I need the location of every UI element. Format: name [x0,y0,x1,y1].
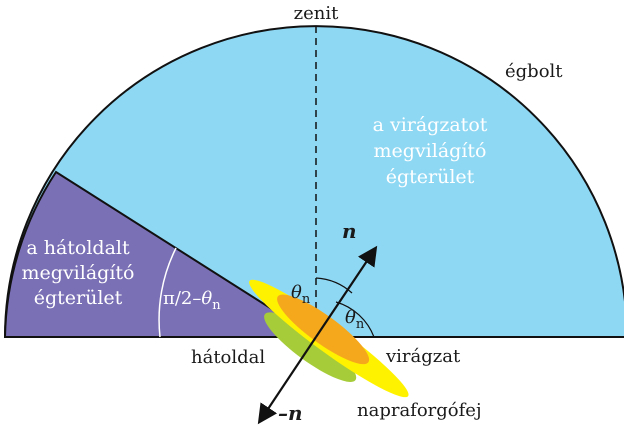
theta-zenith-sub: n [302,292,311,307]
theta-horizon-symbol: θ [345,307,356,328]
flower-side-label: virágzat [385,346,461,367]
neg-normal-label: –n [278,401,303,425]
complement-angle-label: π/2–θn [163,288,221,313]
sunflower-orange-core [277,294,370,365]
back-region-label-line2: megvilágító [22,262,135,284]
complement-angle-prefix: π/2– [163,288,201,309]
sunflower-head-label: napraforgófej [357,400,482,421]
front-region-label-line2: megvilágító [374,140,487,162]
back-region-label-line1: a hátoldalt [26,237,130,259]
front-region-label-line3: égterület [386,166,475,188]
normal-label: n [342,219,357,243]
complement-angle-theta-sub: n [212,298,221,313]
back-side-label: hátoldal [191,347,265,368]
front-region-label-line1: a virágzatot [373,114,488,136]
back-sky-sector [3,170,320,338]
theta-zenith-label: θn [291,282,311,307]
theta-arc-horizon [335,301,375,338]
sky-label: égbolt [505,61,563,82]
complement-angle-arc [158,247,177,338]
theta-arc-zenith [315,277,353,294]
theta-horizon-sub: n [356,317,365,332]
zenith-label: zenit [294,3,339,24]
neg-normal-arrow [257,336,317,425]
complement-angle-theta: θ [201,288,212,309]
back-region-label-line3: égterület [34,287,123,309]
theta-zenith-symbol: θ [291,282,302,303]
normal-arrow [315,245,378,338]
theta-horizon-label: θn [345,307,365,332]
